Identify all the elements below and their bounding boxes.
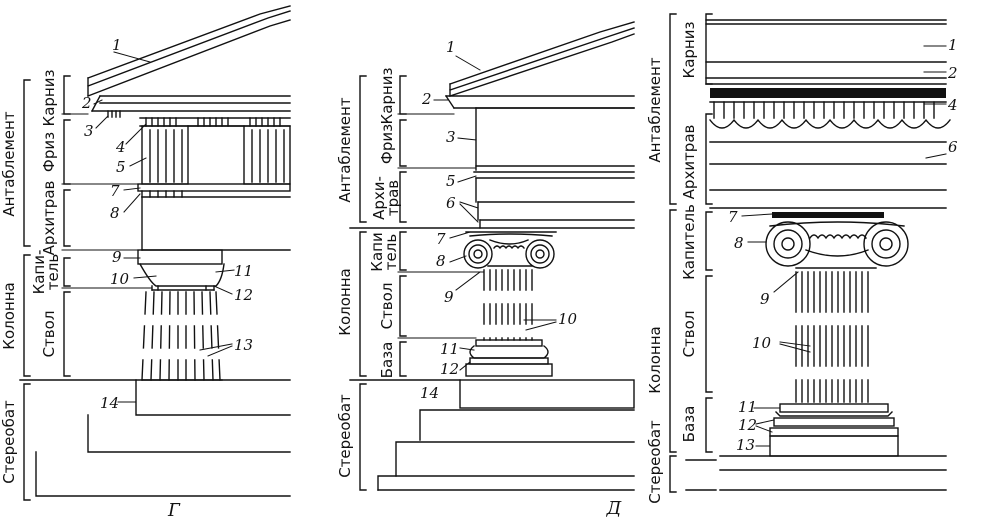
d-stylobate-label: Стереобат [336,394,354,478]
d-num-7: 7 [436,230,446,248]
d-architrave-label-2: трав [384,180,402,216]
d-column-label: Колонна [336,268,354,335]
e-entablature-label: Антаблемент [646,57,664,162]
e-num-10: 10 [752,334,772,352]
g-capital-label-1: Капи- [30,250,48,295]
panel-d-drawing [349,21,635,491]
e-num-12: 12 [738,416,757,434]
d-entablature-label: Антаблемент [336,97,354,202]
d-frieze-label: Фриз [378,124,396,164]
e-num-2: 2 [947,64,958,82]
e-num-7: 7 [728,208,738,226]
panel-e-brackets [669,13,713,493]
g-cornice-label: Карниз [40,70,58,127]
g-stylobate-label: Стереобат [0,400,18,484]
g-num-11: 11 [234,262,253,280]
e-num-9: 9 [760,290,770,308]
e-num-6: 6 [948,138,958,156]
e-numbers: 1 2 4 6 7 8 9 10 11 12 13 [728,36,958,454]
panel-d-brackets [359,75,407,491]
d-shaft-label: Ствол [378,283,396,330]
g-num-14: 14 [100,394,119,412]
g-num-7: 7 [110,182,120,200]
e-num-8: 8 [734,234,744,252]
d-capital-label-2: тель [382,234,400,270]
panel-d-leaders [397,55,557,371]
g-shaft-label: Ствол [40,311,58,358]
g-num-2: 2 [81,94,92,112]
g-num-4: 4 [115,138,126,156]
g-numbers: 1 2 3 4 5 7 8 9 10 11 12 13 14 [81,36,253,412]
d-cornice-label: Карниз [378,68,396,125]
g-num-13: 13 [234,336,253,354]
e-column-label: Колонна [646,326,664,393]
e-base-label: База [680,406,698,443]
d-caption: Д [606,498,622,519]
g-caption: Г [167,500,181,521]
e-capital-label: Капитель [680,204,698,280]
e-shaft-label: Ствол [680,311,698,358]
d-num-10: 10 [558,310,578,328]
d-num-1: 1 [446,38,456,56]
panel-g-leaders [61,51,235,403]
e-architrave-label: Архитрав [680,125,698,200]
d-num-3: 3 [446,128,456,146]
e-num-13: 13 [736,436,755,454]
d-architrave-label-1: Архи- [370,176,388,220]
d-num-2: 2 [421,90,432,108]
g-num-12: 12 [234,286,253,304]
panel-e-leaders [741,45,947,447]
d-num-14: 14 [420,384,439,402]
e-stylobate-label: Стереобат [646,420,664,504]
e-num-4: 4 [947,96,958,114]
d-num-8: 8 [436,252,446,270]
e-num-1: 1 [948,36,958,54]
d-numbers: 1 2 3 5 6 7 8 9 10 11 12 14 [420,38,578,402]
g-num-10: 10 [110,270,130,288]
d-num-12: 12 [440,360,459,378]
d-num-9: 9 [444,288,454,306]
g-capital-label-2: тель [44,254,62,290]
g-num-3: 3 [84,122,94,140]
panel-g-brackets [23,75,71,501]
g-frieze-label: Фриз [40,132,58,172]
g-architrave-label: Архитрав [40,181,58,256]
panel-e-drawing [685,19,951,491]
d-num-5: 5 [446,172,456,190]
g-num-1: 1 [112,36,122,54]
d-base-label: База [378,342,396,379]
g-num-5: 5 [116,158,126,176]
d-capital-label-1: Капи [368,232,386,271]
e-num-11: 11 [738,398,757,416]
e-cornice-label: Карниз [680,22,698,79]
g-entablature-label: Антаблемент [0,111,18,216]
d-num-6: 6 [446,194,456,212]
g-column-label: Колонна [0,282,18,349]
d-num-11: 11 [440,340,459,358]
g-num-9: 9 [112,248,122,266]
panel-g-drawing [19,5,291,497]
g-num-8: 8 [110,204,120,222]
